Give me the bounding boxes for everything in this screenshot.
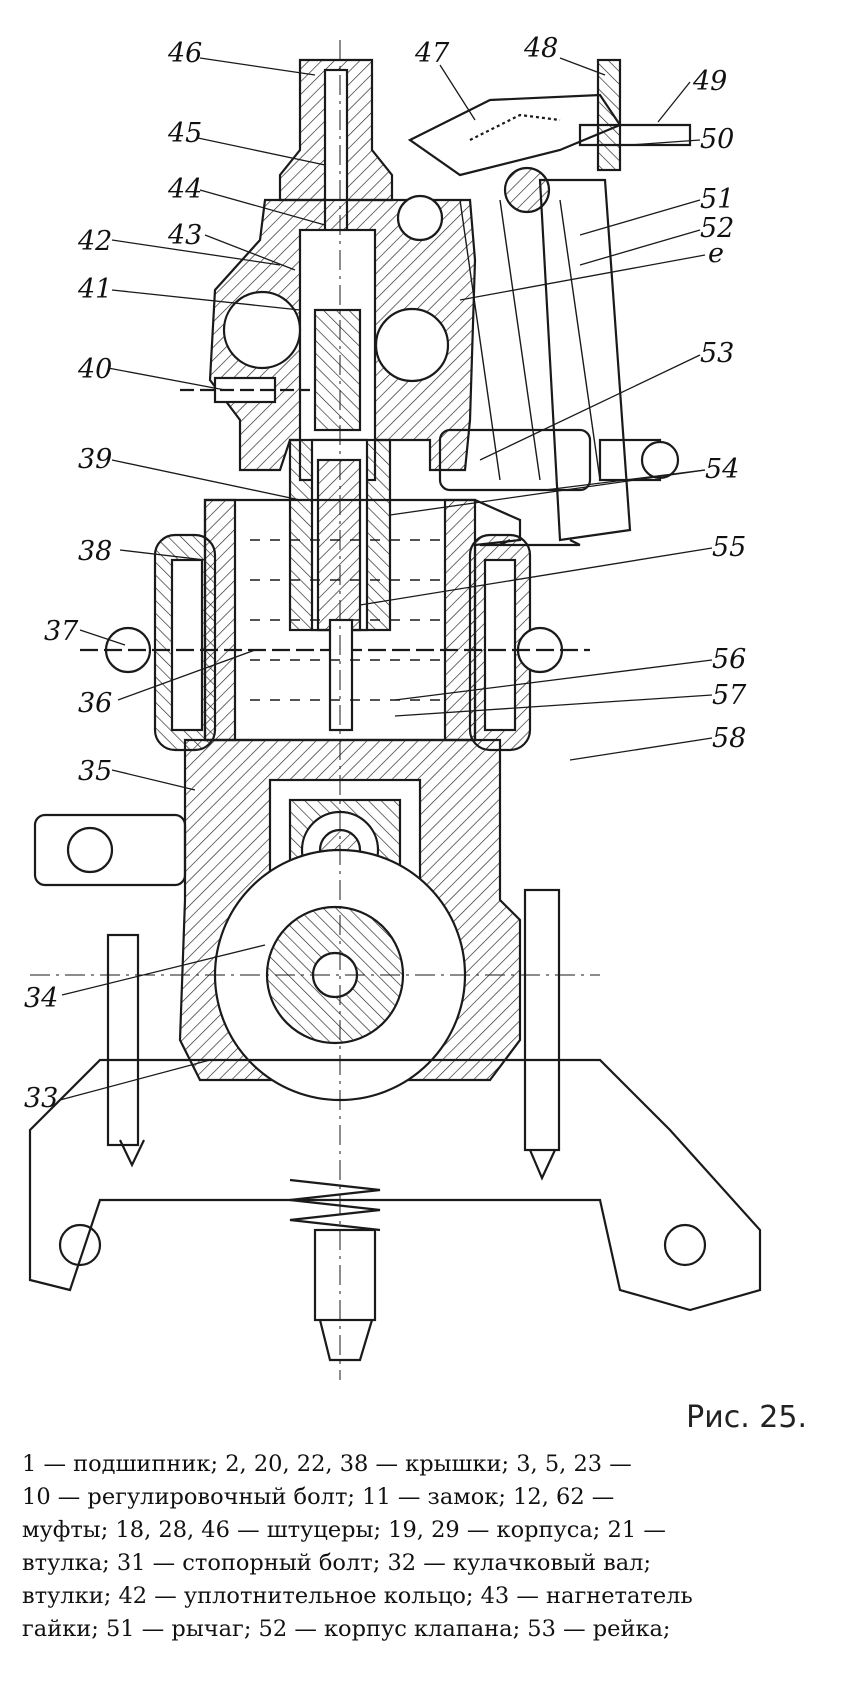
callout-41: 41 [78,274,113,305]
legend-line: 1 — подшипник; 2, 20, 22, 38 — крышки; 3… [22,1451,632,1477]
governor-lever [407,93,622,177]
right-port [374,307,450,383]
bottom-spring [289,1178,381,1232]
figure-caption: Рис. 25. [686,1400,807,1435]
callout-35: 35 [78,756,113,787]
callout-51: 51 [700,184,735,215]
callout-43: 43 [168,220,203,251]
callout-58: 58 [712,723,747,754]
callout-55: 55 [712,532,747,563]
left-base-stud [106,933,140,1147]
callout-47: 47 [415,38,450,69]
callout-56: 56 [712,644,747,675]
plunger [328,618,354,732]
side-fitting [33,813,187,887]
legend-line: втулка; 31 — стопорный болт; 32 — кулачк… [22,1550,652,1576]
callout-49: 49 [693,66,728,97]
upper-right-port [396,194,444,242]
callout-54: 54 [705,454,740,485]
legend-line: муфты; 18, 28, 46 — штуцеры; 19, 29 — ко… [22,1517,666,1543]
callout-50: 50 [700,124,735,155]
callout-37: 37 [44,616,79,647]
callout-36: 36 [78,688,113,719]
callout-33: 33 [24,1083,59,1114]
callout-42: 42 [78,226,113,257]
callout-57: 57 [712,680,747,711]
adjusting-screw [578,123,692,147]
callout-e: е [708,238,724,269]
legend-line: 10 — регулировочный болт; 11 — замок; 12… [22,1484,615,1510]
callout-53: 53 [700,338,735,369]
fuel-pump-section-drawing [28,40,762,1380]
callout-40: 40 [78,354,113,385]
legend-line: втулки; 42 — уплотнительное кольцо; 43 —… [22,1583,693,1609]
lever-pivot [503,166,551,214]
callout-39: 39 [78,444,113,475]
left-port [222,290,302,370]
callout-38: 38 [78,536,113,567]
base-flange [28,1058,762,1312]
legend-line: гайки; 51 — рычаг; 52 — корпус клапана; … [22,1616,671,1642]
callout-44: 44 [168,174,203,205]
stop-screw [596,58,622,172]
callout-45: 45 [168,118,203,149]
rack-bolt [438,428,592,492]
right-base-stud [523,888,561,1152]
legend-text: 1 — подшипник; 2, 20, 22, 38 — крышки; 3… [22,1448,827,1646]
valve-body [538,178,632,542]
callout-52: 52 [700,213,735,244]
callout-34: 34 [24,983,59,1014]
callout-46: 46 [168,38,203,69]
callout-48: 48 [524,33,559,64]
drive-coupling [313,1228,377,1322]
